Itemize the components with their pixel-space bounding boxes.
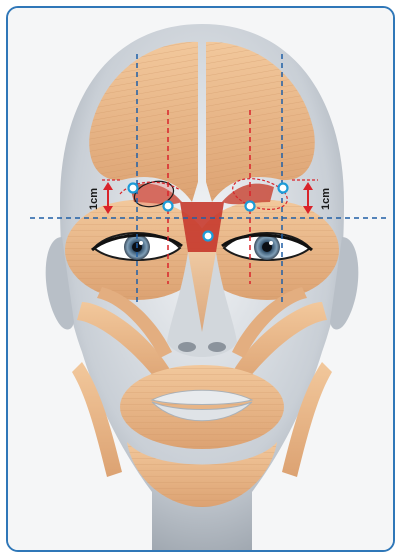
injection-point (164, 202, 173, 211)
label-1cm-right: 1cm (320, 188, 332, 210)
label-1cm-left: 1cm (88, 188, 100, 210)
injection-point (204, 232, 213, 241)
face-muscle-diagram: 1cm 1cm (8, 8, 393, 550)
injection-point (279, 184, 288, 193)
injection-point (129, 184, 138, 193)
injection-point (246, 202, 255, 211)
orbicularis-oris (120, 365, 284, 449)
figure-frame: 1cm 1cm (6, 6, 395, 552)
